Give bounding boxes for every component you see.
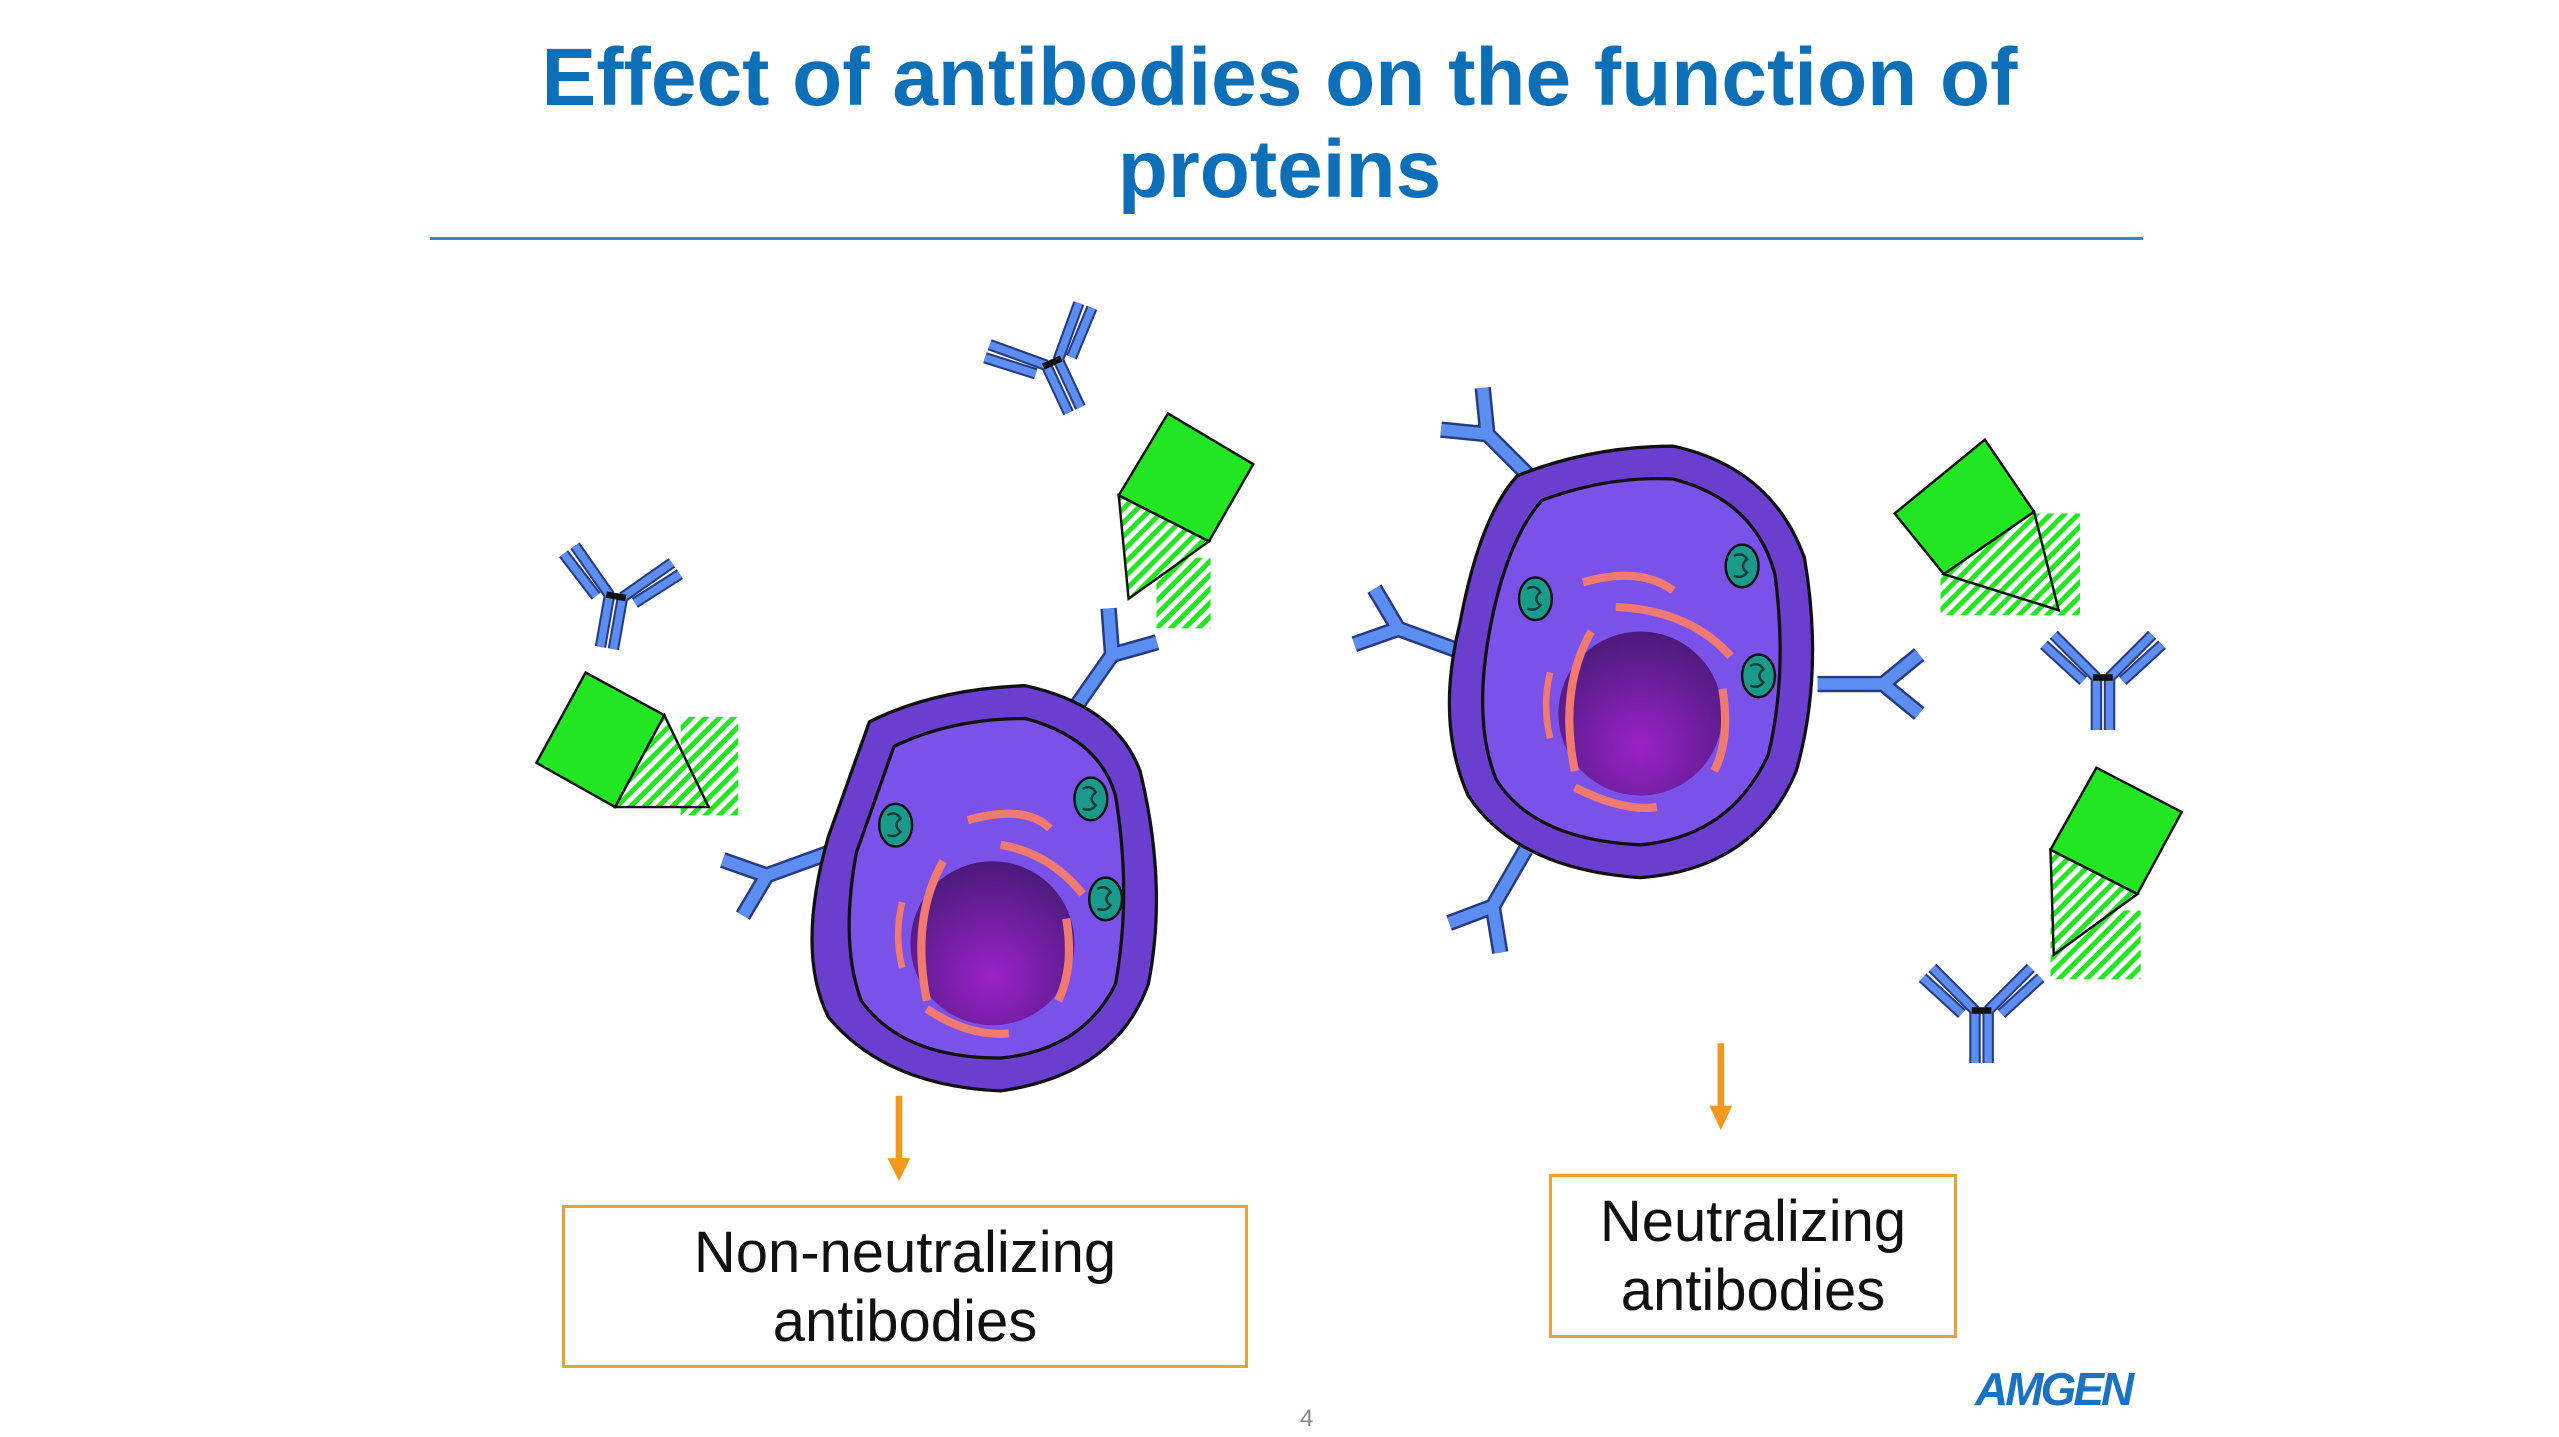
antibody-icon bbox=[981, 299, 1128, 435]
antibody-icon bbox=[1923, 968, 2041, 1063]
antibody-icon bbox=[549, 544, 682, 658]
non-neutralizing-line-2: antibodies bbox=[772, 1288, 1038, 1354]
protein-shape bbox=[1117, 411, 1255, 629]
neutralizing-line-2: antibodies bbox=[1620, 1258, 1886, 1323]
non-neutralizing-label-box: Non-neutralizing antibodies bbox=[562, 1205, 1248, 1368]
title-divider bbox=[430, 237, 2143, 240]
amgen-logo: AMGEN bbox=[1975, 1363, 2134, 1415]
arrow-down-icon bbox=[887, 1095, 911, 1182]
protein-shape bbox=[534, 670, 739, 816]
protein-shape bbox=[1892, 437, 2081, 616]
left-cell bbox=[723, 608, 1157, 1093]
right-cell bbox=[1354, 388, 1919, 953]
title-line-1: Effect of antibodies on the function of bbox=[541, 32, 2018, 123]
title-line-2: proteins bbox=[1117, 124, 1442, 215]
non-neutralizing-line-1: Non-neutralizing bbox=[693, 1219, 1117, 1285]
receptor-icon bbox=[1818, 655, 1920, 714]
arrow-down-icon bbox=[1709, 1043, 1733, 1131]
neutralizing-label-box: Neutralizing antibodies bbox=[1549, 1174, 1957, 1338]
page-number: 4 bbox=[1300, 1405, 1314, 1432]
antibody-icon bbox=[2044, 635, 2162, 730]
protein-shape bbox=[2048, 766, 2184, 980]
neutralizing-line-1: Neutralizing bbox=[1599, 1189, 1907, 1254]
slide-title: Effect of antibodies on the function of … bbox=[0, 32, 2559, 216]
